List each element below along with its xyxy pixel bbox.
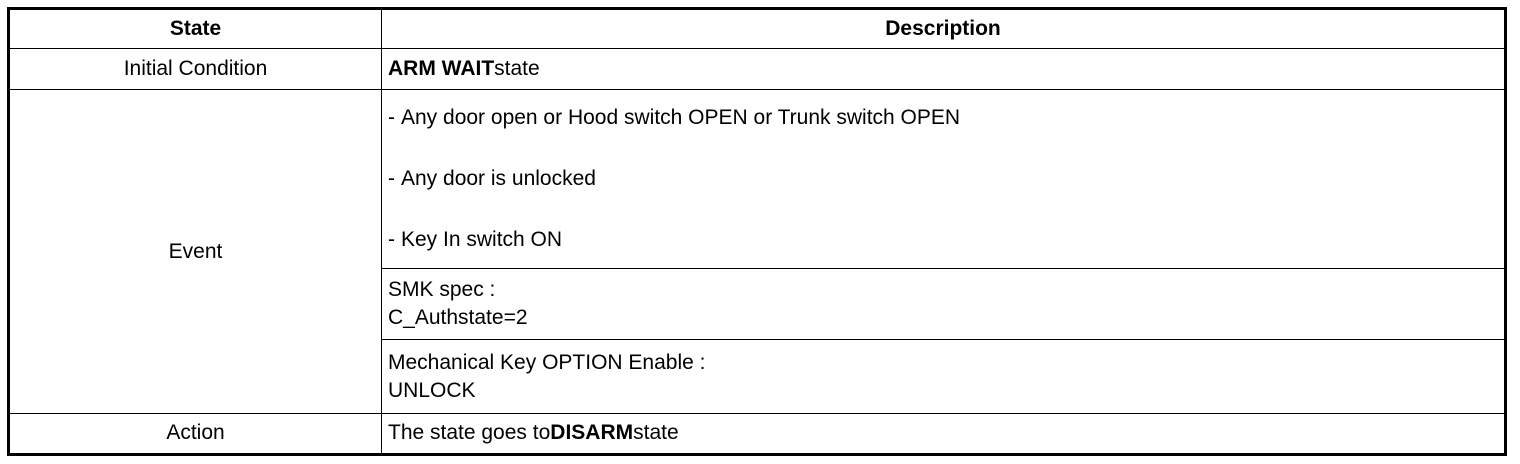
event-condition-item: -Key In switch ON <box>388 228 1498 252</box>
event-dash: - <box>388 228 395 252</box>
action-bold: DISARM <box>550 421 634 445</box>
smk-spec-row: SMK spec : C_Authstate=2 <box>9 268 1506 341</box>
initial-condition-suffix: state <box>494 57 540 81</box>
mechanical-key-label: Mechanical Key OPTION Enable : <box>388 350 706 374</box>
state-column-header: State <box>8 7 382 50</box>
description-column-header: Description <box>381 7 1506 50</box>
state-description-table: State Description Initial Condition ARM … <box>7 7 1507 456</box>
action-state: Action <box>8 412 382 456</box>
action-suffix: state <box>633 421 679 445</box>
event-condition-text: Any door is unlocked <box>401 167 596 191</box>
smk-spec-cell: SMK spec : C_Authstate=2 <box>381 268 1506 341</box>
header-row: State Description <box>8 7 1506 50</box>
initial-condition-state: Initial Condition <box>8 48 382 91</box>
action-prefix: The state goes to <box>388 421 551 445</box>
event-condition-item: -Any door open or Hood switch OPEN or Tr… <box>388 106 1498 130</box>
event-dash: - <box>388 167 395 191</box>
mechanical-key-cell: Mechanical Key OPTION Enable : UNLOCK <box>381 339 1506 414</box>
initial-condition-row: Initial Condition ARM WAITstate <box>8 48 1506 91</box>
mechanical-key-row: Mechanical Key OPTION Enable : UNLOCK <box>9 339 1506 414</box>
event-state: Event <box>8 89 382 414</box>
event-row: Event -Any door open or Hood switch OPEN… <box>8 89 1506 414</box>
event-condition-item: -Any door is unlocked <box>388 167 1498 191</box>
smk-spec-value: C_Authstate=2 <box>388 306 528 330</box>
initial-condition-bold: ARM WAIT <box>388 57 495 81</box>
event-conditions-list: -Any door open or Hood switch OPEN or Tr… <box>388 100 1498 258</box>
action-row: Action The state goes toDISARMstate <box>8 412 1506 456</box>
event-dash: - <box>388 106 395 130</box>
initial-condition-description: ARM WAITstate <box>381 48 1506 91</box>
event-condition-text: Key In switch ON <box>401 228 563 252</box>
action-description: The state goes toDISARMstate <box>381 412 1506 456</box>
mechanical-key-value: UNLOCK <box>388 378 476 402</box>
event-conditions-cell: -Any door open or Hood switch OPEN or Tr… <box>381 89 1506 270</box>
smk-spec-label: SMK spec : <box>388 278 496 302</box>
event-condition-text: Any door open or Hood switch OPEN or Tru… <box>401 106 961 130</box>
